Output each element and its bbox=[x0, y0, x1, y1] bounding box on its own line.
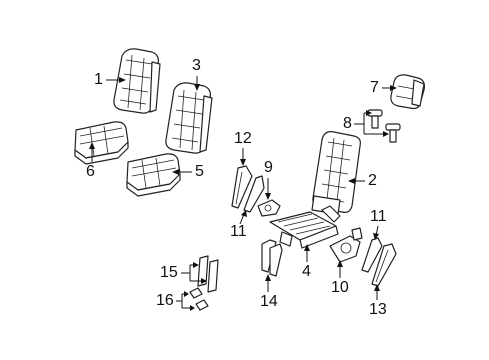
part-11-trim-strip-left bbox=[243, 175, 265, 213]
callout-3: 3 bbox=[192, 57, 201, 74]
callout-14: 14 bbox=[260, 293, 278, 310]
part-3-seat-back-middle bbox=[165, 82, 213, 154]
callout-2: 2 bbox=[368, 172, 377, 189]
part-12-side-trim bbox=[231, 165, 253, 209]
callout-7: 7 bbox=[370, 79, 379, 96]
callout-4: 4 bbox=[302, 263, 311, 280]
part-6-seat-cushion-left bbox=[74, 121, 129, 165]
callout-6: 6 bbox=[86, 163, 95, 180]
part-8-headrest-guides bbox=[367, 109, 401, 143]
callout-5: 5 bbox=[195, 163, 204, 180]
part-14-legs bbox=[261, 239, 283, 277]
part-9-latch bbox=[257, 199, 281, 217]
callout-11-right: 11 bbox=[370, 208, 387, 225]
callout-16: 16 bbox=[156, 292, 174, 309]
callout-10: 10 bbox=[331, 279, 349, 296]
callout-13: 13 bbox=[369, 301, 387, 318]
part-5-seat-cushion-middle bbox=[126, 153, 181, 197]
callout-12: 12 bbox=[234, 130, 252, 147]
callout-1: 1 bbox=[94, 71, 103, 88]
part-15-covers bbox=[197, 255, 219, 293]
part-10-recliner bbox=[329, 227, 363, 263]
part-2-seat-back-frame bbox=[311, 131, 361, 215]
part-16-clips bbox=[189, 287, 209, 311]
callout-8: 8 bbox=[343, 115, 352, 132]
callout-9: 9 bbox=[264, 159, 273, 176]
part-7-headrest bbox=[390, 74, 425, 110]
leader-lines bbox=[89, 76, 397, 311]
part-13-side-trim-right bbox=[371, 243, 397, 287]
callout-15: 15 bbox=[160, 264, 178, 281]
callout-11-left: 11 bbox=[230, 223, 247, 240]
part-11-trim-strip-right bbox=[361, 237, 383, 273]
part-1-seat-back-left bbox=[113, 48, 161, 114]
part-4-seat-track bbox=[269, 205, 341, 249]
